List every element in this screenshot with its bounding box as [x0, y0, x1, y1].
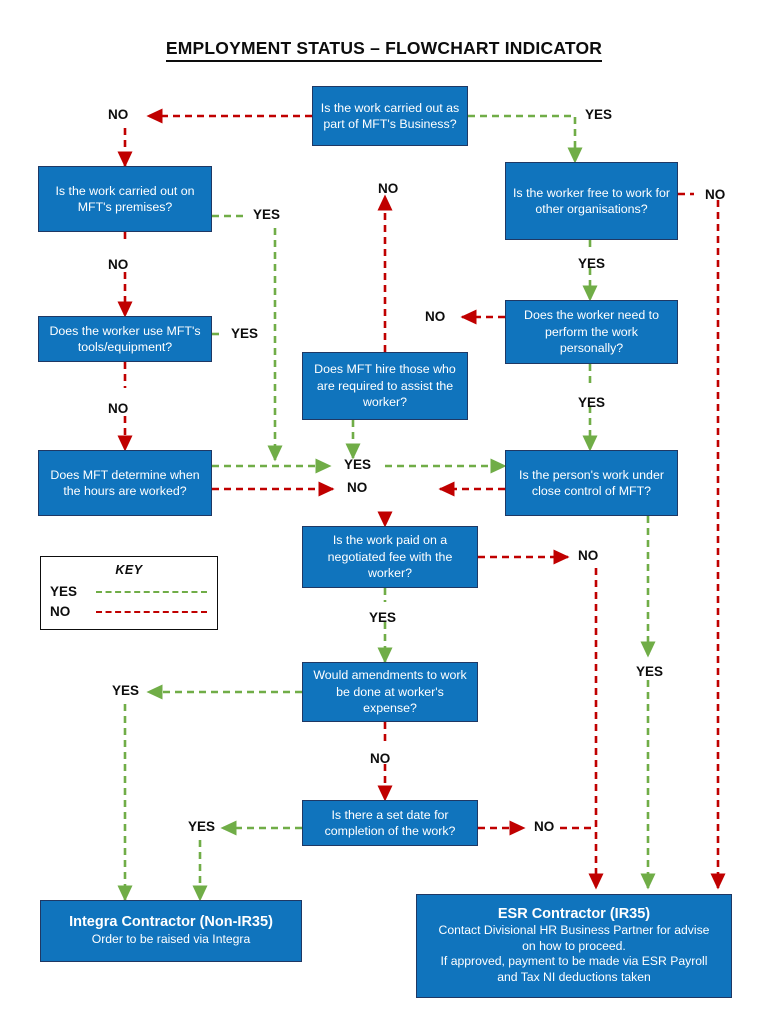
key-no-line: [96, 611, 207, 613]
outcome-integra-contractor[interactable]: Integra Contractor (Non-IR35) Order to b…: [40, 900, 302, 962]
outcome-line-2: on how to proceed.: [522, 938, 626, 953]
node-label: Does the worker use MFT's tools/equipmen…: [49, 323, 201, 355]
edge-label-yes-business: YES: [585, 107, 613, 122]
key-legend: KEY YES NO: [40, 556, 218, 630]
key-title: KEY: [115, 563, 143, 577]
edge-label-yes-premises: YES: [253, 207, 281, 222]
edge-label-no-amend: NO: [370, 751, 391, 766]
node-label: Is the worker free to work for other org…: [512, 185, 670, 217]
edge-label-no-fee: NO: [578, 548, 599, 563]
outcome-esr-contractor[interactable]: ESR Contractor (IR35) Contact Divisional…: [416, 894, 732, 998]
node-work-part-of-business[interactable]: Is the work carried out as part of MFT's…: [312, 86, 468, 146]
edge-label-yes-control: YES: [636, 664, 664, 679]
edge-label-no-business: NO: [108, 107, 129, 122]
node-worker-uses-tools[interactable]: Does the worker use MFT's tools/equipmen…: [38, 316, 212, 362]
node-amendments-at-worker-expense[interactable]: Would amendments to work be done at work…: [302, 662, 478, 722]
page-title-text: EMPLOYMENT STATUS – FLOWCHART INDICATOR: [165, 38, 603, 62]
edge-label-no-setdate: NO: [534, 819, 555, 834]
edge-label-no-hire: NO: [378, 181, 399, 196]
key-row-no: NO: [50, 604, 209, 621]
node-label: Is the work paid on a negotiated fee wit…: [327, 533, 453, 581]
node-label: Is there a set date for completion of th…: [324, 807, 456, 839]
node-worker-free-other-orgs[interactable]: Is the worker free to work for other org…: [505, 162, 678, 240]
key-yes-label: YES: [50, 584, 78, 599]
outcome-body: Order to be raised via Integra: [91, 931, 251, 946]
node-label: Is the person's work under close control…: [519, 467, 664, 499]
key-no-label: NO: [50, 604, 71, 619]
node-label: Is the work carried out as part of MFT's…: [320, 100, 460, 132]
key-row-yes: YES: [50, 584, 209, 601]
edge-label-no-hours: NO: [347, 480, 368, 495]
outcome-line-1: Contact Divisional HR Business Partner f…: [438, 923, 710, 938]
node-perform-work-personally[interactable]: Does the worker need to perform the work…: [505, 300, 678, 364]
page-title: EMPLOYMENT STATUS – FLOWCHART INDICATOR: [0, 38, 768, 62]
node-negotiated-fee[interactable]: Is the work paid on a negotiated fee wit…: [302, 526, 478, 588]
outcome-line-4: and Tax NI deductions taken: [497, 969, 651, 984]
node-label: Is the work carried out on MFT's premise…: [55, 183, 195, 215]
outcome-line-3: If approved, payment to be made via ESR …: [440, 954, 708, 969]
outcome-title: Integra Contractor (Non-IR35): [69, 914, 273, 930]
key-yes-line: [96, 591, 207, 593]
node-label: Would amendments to work be done at work…: [313, 668, 467, 716]
edge-label-no-personally: NO: [425, 309, 446, 324]
edge-label-yes-setdate: YES: [188, 819, 216, 834]
edge-label-no-premises: NO: [108, 257, 129, 272]
edge-label-no-tools: NO: [108, 401, 129, 416]
edge-label-no-free: NO: [705, 187, 726, 202]
node-set-completion-date[interactable]: Is there a set date for completion of th…: [302, 800, 478, 846]
edge-label-yes-fee: YES: [369, 610, 397, 625]
node-label: Does MFT hire those who are required to …: [314, 362, 456, 410]
node-work-under-close-control[interactable]: Is the person's work under close control…: [505, 450, 678, 516]
edge-label-yes-personally: YES: [578, 395, 606, 410]
node-label: Does MFT determine when the hours are wo…: [50, 467, 200, 499]
outcome-title: ESR Contractor (IR35): [497, 905, 651, 922]
edge-label-yes-free: YES: [578, 256, 606, 271]
edge-label-yes-tools: YES: [231, 326, 259, 341]
edge-label-yes-hours: YES: [344, 457, 372, 472]
node-label: Does the worker need to perform the work…: [524, 308, 659, 356]
edge-label-yes-amend: YES: [112, 683, 140, 698]
node-mft-hires-assistants[interactable]: Does MFT hire those who are required to …: [302, 352, 468, 420]
node-mft-determines-hours[interactable]: Does MFT determine when the hours are wo…: [38, 450, 212, 516]
node-work-on-premises[interactable]: Is the work carried out on MFT's premise…: [38, 166, 212, 232]
